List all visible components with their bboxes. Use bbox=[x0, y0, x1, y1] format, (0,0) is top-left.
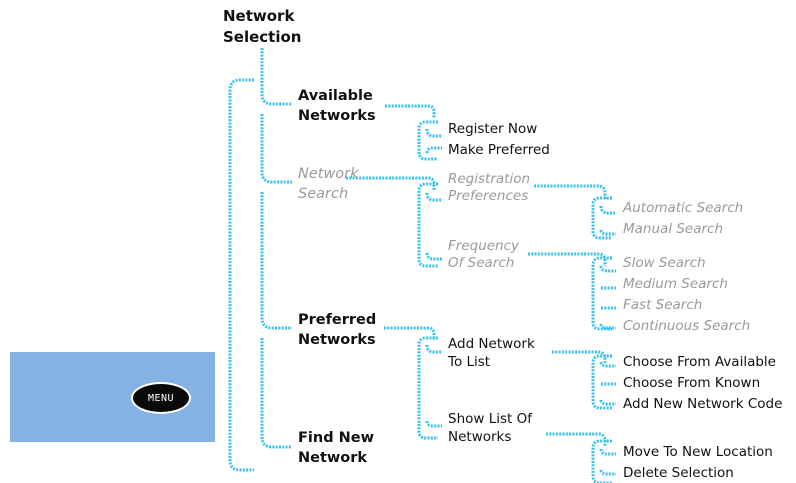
menu-button[interactable]: MENU bbox=[131, 382, 191, 414]
node-fast-search: Fast Search bbox=[623, 297, 703, 313]
node-slow-search: Slow Search bbox=[623, 255, 706, 271]
node-show-list-of-networks: Show List Of Networks bbox=[448, 411, 532, 445]
node-available-networks: Available Networks bbox=[298, 88, 376, 124]
node-make-preferred: Make Preferred bbox=[448, 142, 550, 158]
node-manual-search: Manual Search bbox=[623, 221, 724, 237]
node-move-to-new-location: Move To New Location bbox=[623, 444, 773, 460]
node-delete-selection: Delete Selection bbox=[623, 465, 734, 481]
node-network-search: Network Search bbox=[298, 166, 359, 202]
node-preferred-networks: Preferred Networks bbox=[298, 312, 377, 348]
menu-key-panel: MENU bbox=[10, 352, 215, 442]
node-choose-from-known: Choose From Known bbox=[623, 375, 761, 391]
node-choose-from-available: Choose From Available bbox=[623, 354, 776, 370]
node-add-network-to-list: Add Network To List bbox=[448, 336, 535, 370]
node-register-now: Register Now bbox=[448, 121, 538, 137]
node-registration-preferences: Registration Preferences bbox=[448, 171, 531, 204]
node-network-selection: Network Selection bbox=[223, 7, 302, 46]
node-frequency-of-search: Frequency Of Search bbox=[448, 238, 520, 271]
node-continuous-search: Continuous Search bbox=[623, 318, 751, 334]
node-add-new-network-code: Add New Network Code bbox=[623, 396, 783, 412]
node-automatic-search: Automatic Search bbox=[623, 200, 744, 216]
node-medium-search: Medium Search bbox=[623, 276, 728, 292]
node-find-new-network: Find New Network bbox=[298, 430, 374, 466]
